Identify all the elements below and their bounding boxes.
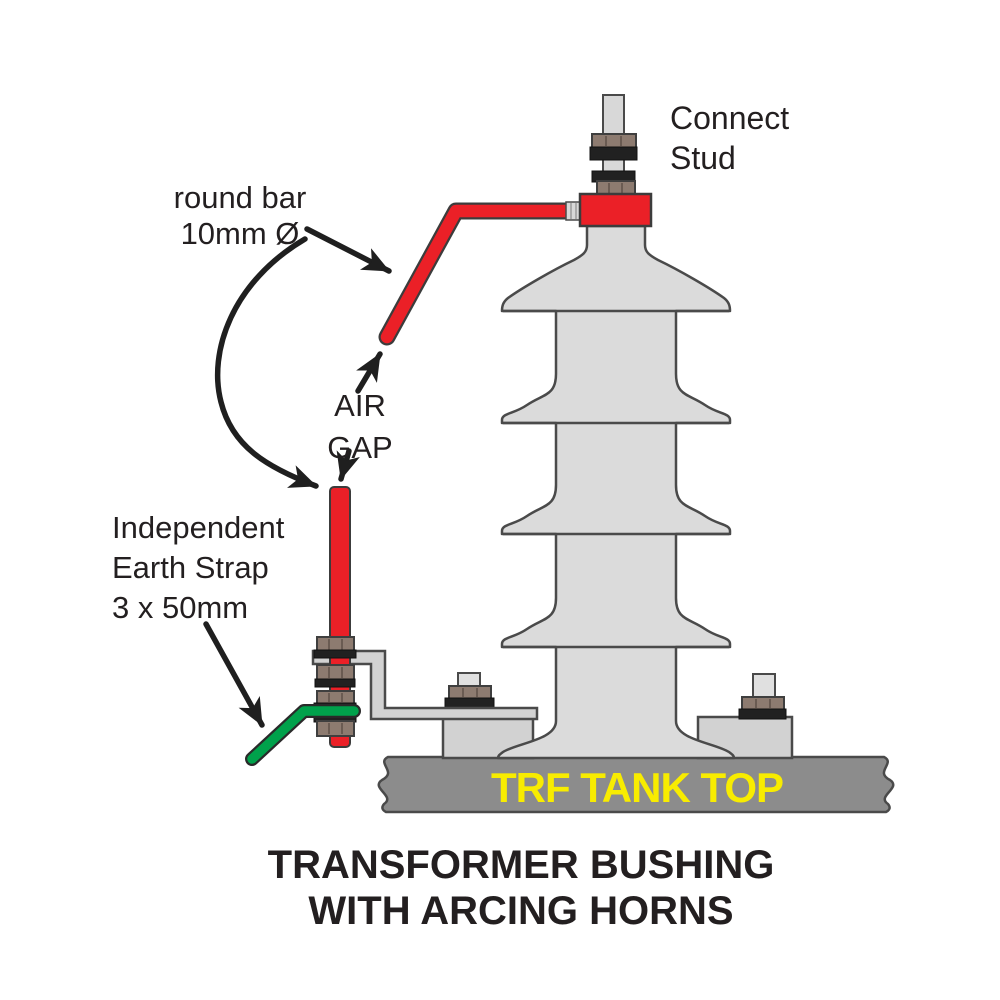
annotation-arrows bbox=[203, 226, 392, 728]
arrow-roundbar-to-upper-horn bbox=[304, 226, 392, 274]
earth-strap-label: Independent Earth Strap 3 x 50mm bbox=[112, 510, 285, 625]
horn-stub-connector bbox=[565, 201, 583, 221]
arrow-roundbar-to-lower-horn bbox=[214, 236, 319, 489]
earth-strap bbox=[245, 704, 361, 766]
tank-top-label: TRF TANK TOP bbox=[490, 764, 784, 811]
left-flange-bolt bbox=[444, 672, 495, 709]
shed-underside-lines bbox=[503, 309, 729, 649]
arrow-earth-strap bbox=[203, 621, 265, 728]
connect-stud-label: Connect Stud bbox=[670, 100, 790, 176]
diagram-title: TRANSFORMER BUSHING WITH ARCING HORNS bbox=[267, 843, 775, 933]
air-gap-label: AIR GAP bbox=[327, 388, 393, 465]
upper-arcing-horn bbox=[378, 202, 582, 346]
tank-top-bar bbox=[377, 755, 895, 814]
round-bar-label: round bar 10mm Ø bbox=[173, 180, 307, 251]
horn-clamp-block bbox=[578, 192, 653, 228]
connect-stud bbox=[589, 94, 638, 197]
right-flange-bolt bbox=[738, 673, 787, 720]
arrow-airgap-down bbox=[336, 448, 360, 482]
bushing-body bbox=[496, 224, 736, 760]
arrow-airgap-up bbox=[355, 351, 383, 394]
lower-horn-clamp-hardware bbox=[313, 636, 357, 737]
